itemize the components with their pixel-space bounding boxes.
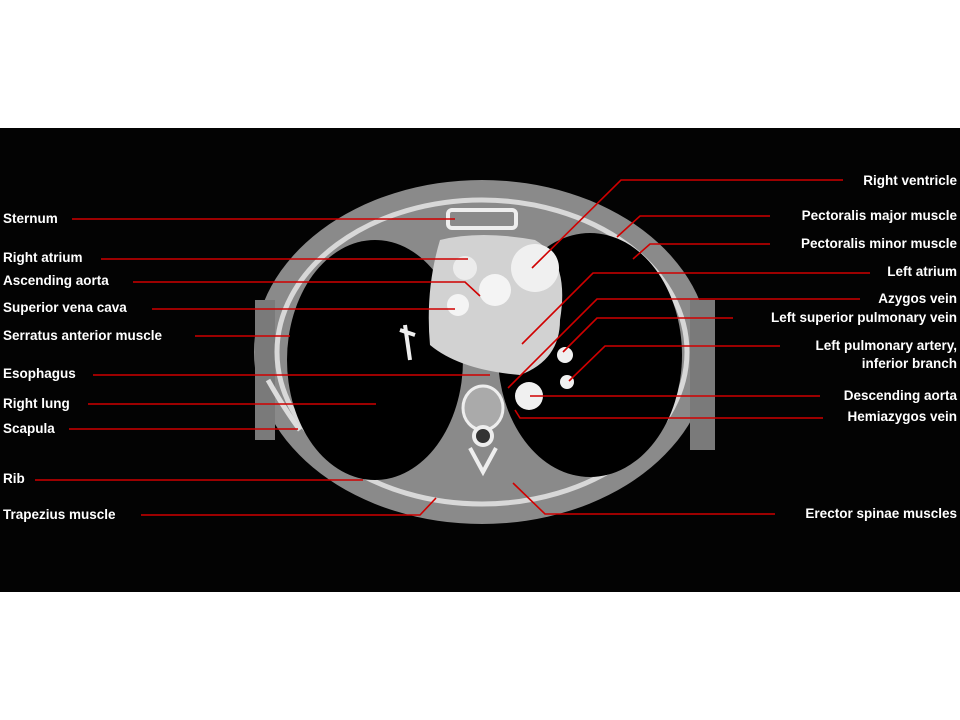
label-hemiazygos-vein: Hemiazygos vein xyxy=(847,409,957,424)
label-left-atrium: Left atrium xyxy=(887,264,957,279)
leader-erector xyxy=(512,482,775,515)
label-scapula: Scapula xyxy=(3,421,55,436)
leader-left-atrium xyxy=(521,272,870,345)
label-serratus-anterior: Serratus anterior muscle xyxy=(3,328,163,343)
label-rib: Rib xyxy=(3,471,25,486)
label-descending-aorta: Descending aorta xyxy=(843,388,957,403)
leader-lines xyxy=(35,179,870,516)
label-pectoralis-major: Pectoralis major muscle xyxy=(801,208,957,223)
leader-hemiazygos xyxy=(514,409,823,419)
leader-lpa xyxy=(568,345,780,382)
label-azygos-vein: Azygos vein xyxy=(878,291,957,306)
label-esophagus: Esophagus xyxy=(3,366,76,381)
leader-ascending-aorta xyxy=(133,281,481,297)
label-pectoralis-minor: Pectoralis minor muscle xyxy=(800,236,957,251)
label-sternum: Sternum xyxy=(3,211,58,226)
leader-lspv xyxy=(562,317,733,353)
label-left-superior-pulmonary-vein: Left superior pulmonary vein xyxy=(770,310,957,325)
leader-right-ventricle xyxy=(531,179,843,269)
label-right-atrium: Right atrium xyxy=(3,250,83,265)
leader-azygos xyxy=(507,298,860,389)
label-right-ventricle: Right ventricle xyxy=(863,173,957,188)
label-right-lung: Right lung xyxy=(3,396,70,411)
leader-pect-minor xyxy=(632,243,770,260)
label-ascending-aorta: Ascending aorta xyxy=(3,273,109,288)
label-erector-spinae: Erector spinae muscles xyxy=(805,506,957,521)
ct-anatomy xyxy=(254,180,715,524)
label-superior-vena-cava: Superior vena cava xyxy=(3,300,127,315)
leader-trapezius xyxy=(141,497,437,516)
label-left-pulmonary-artery-line2: inferior branch xyxy=(861,356,957,371)
label-trapezius: Trapezius muscle xyxy=(3,507,116,522)
label-left-pulmonary-artery: Left pulmonary artery, xyxy=(815,338,957,353)
leader-pect-major xyxy=(616,215,770,238)
